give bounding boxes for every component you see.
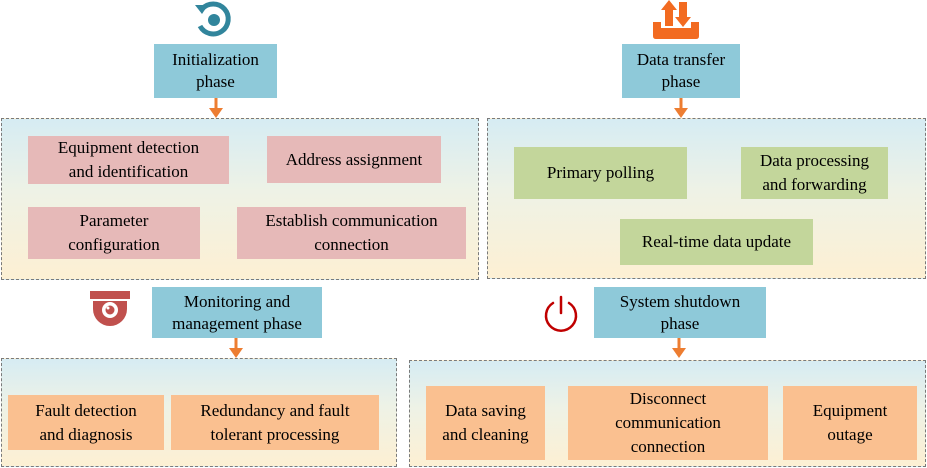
data-transfer-icon <box>653 0 699 39</box>
real-time-update-box: Real-time data update <box>620 219 813 265</box>
arrow-down <box>229 338 243 358</box>
camera-icon <box>90 291 130 326</box>
restart-icon <box>195 1 231 37</box>
monitoring-phase-box: Monitoring and management phase <box>152 287 322 338</box>
primary-polling-box: Primary polling <box>514 147 687 199</box>
address-assignment-box: Address assignment <box>267 136 441 183</box>
data-transfer-phase-box: Data transfer phase <box>622 44 740 98</box>
power-icon <box>544 295 578 332</box>
arrow-down <box>672 338 686 358</box>
arrow-down <box>674 98 688 118</box>
initialization-phase-box: Initialization phase <box>154 44 277 98</box>
shutdown-phase-box: System shutdown phase <box>594 287 766 338</box>
arrow-down <box>209 98 223 118</box>
